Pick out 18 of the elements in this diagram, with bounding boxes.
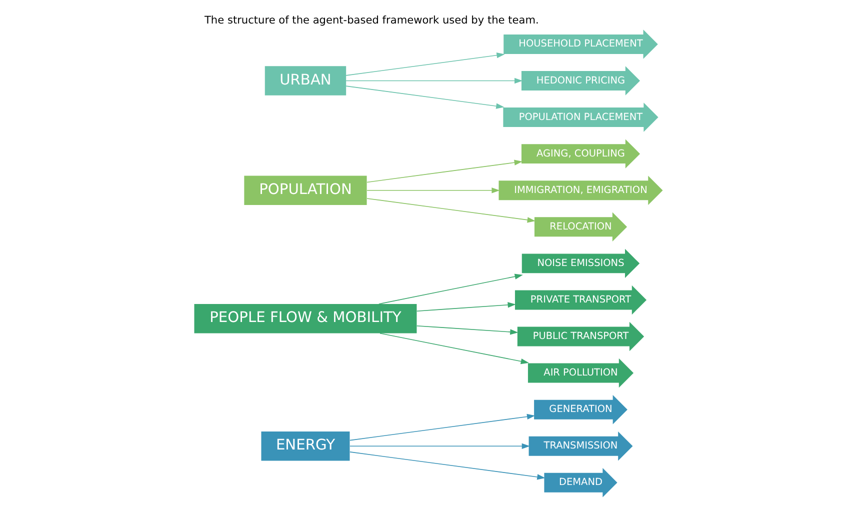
arrow: [379, 332, 528, 364]
arrow: [349, 443, 530, 449]
node-box: URBAN: [264, 66, 346, 96]
arrow: [378, 274, 522, 304]
arrow: [345, 86, 504, 109]
arrow: [349, 452, 545, 480]
arrow: [345, 78, 522, 84]
arrow: [345, 52, 504, 76]
node-box: ENERGY: [260, 432, 350, 461]
arrow: [416, 302, 516, 312]
arrow: [416, 325, 518, 335]
arrow: [366, 198, 535, 223]
node-box: POPULATION: [244, 176, 366, 205]
caption: The structure of the agent-based framework used by the team.: [204, 14, 538, 26]
arrow: [366, 188, 500, 194]
node-box: PEOPLE FLOW & MOBILITY: [194, 304, 416, 334]
arrow: [366, 160, 522, 183]
arrow: [349, 414, 535, 441]
